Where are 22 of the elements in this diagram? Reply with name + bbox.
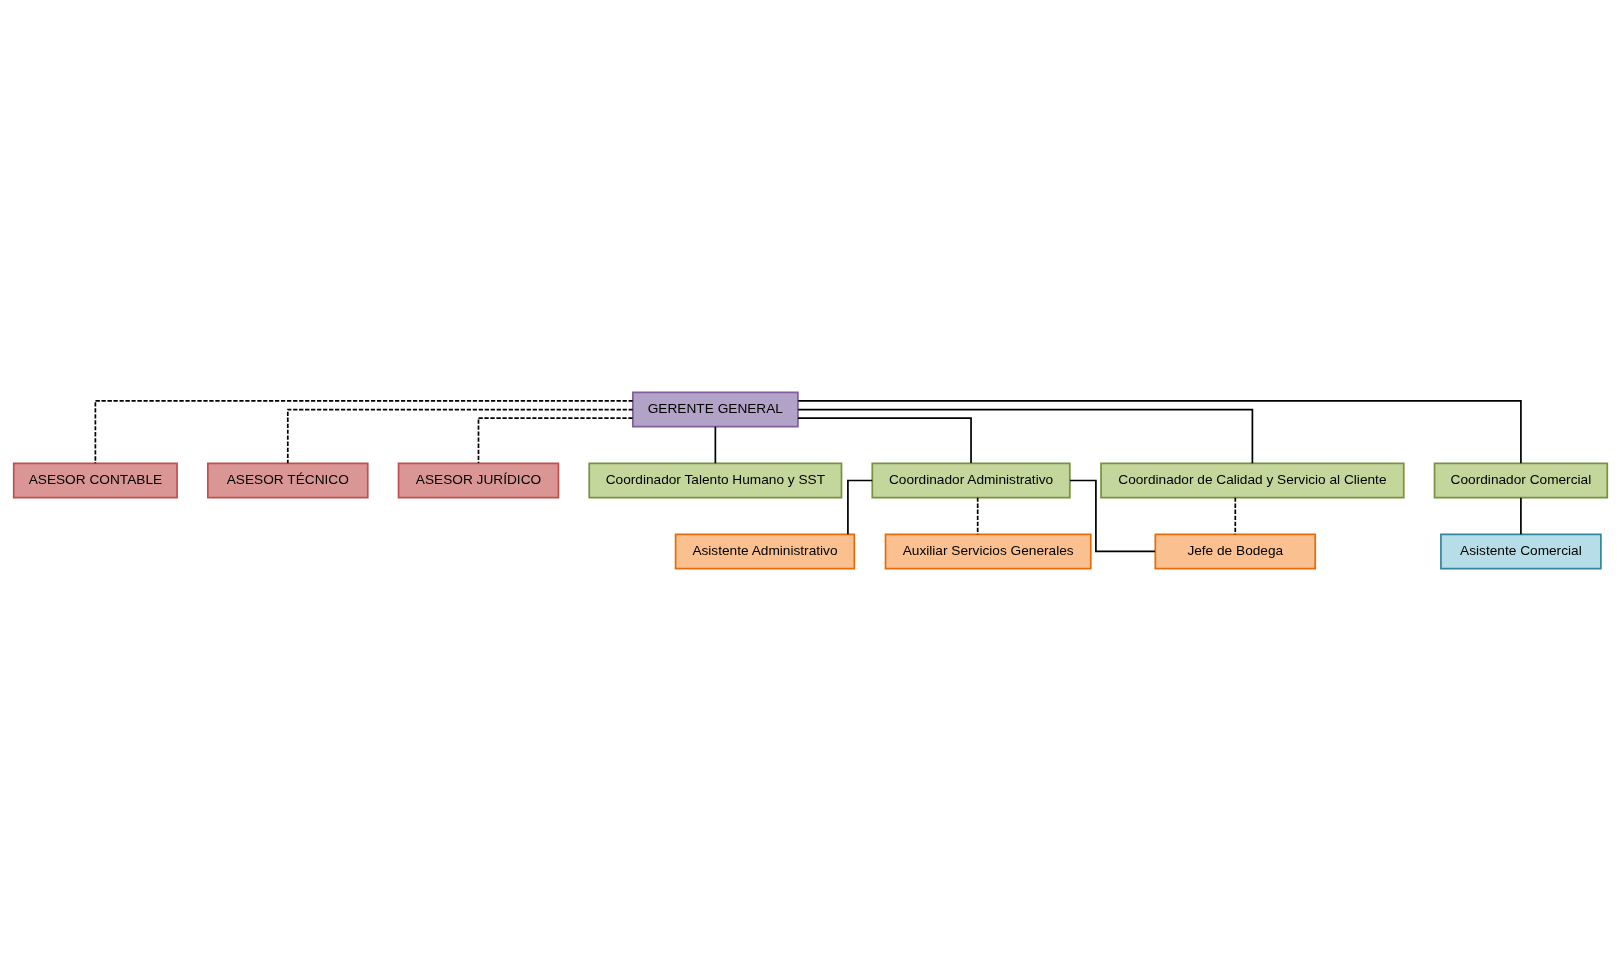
node-box: Coordinador Talento Humano y SST	[588, 462, 843, 499]
connector	[797, 400, 1522, 465]
connector	[847, 479, 874, 536]
connector	[1520, 496, 1522, 536]
connector	[797, 408, 1254, 465]
node-box: ASESOR TÉCNICO	[207, 462, 369, 499]
connector	[714, 425, 717, 465]
node-box: ASESOR CONTABLE	[12, 462, 178, 499]
node-box: Coordinador Comercial	[1433, 462, 1609, 499]
connector	[286, 408, 634, 465]
node-box: Asistente Administrativo	[674, 533, 856, 570]
node-box: Asistente Comercial	[1440, 533, 1602, 570]
node-box: Auxiliar Servicios Generales	[884, 533, 1092, 570]
connector	[94, 400, 634, 465]
connector	[1069, 479, 1156, 553]
node-box: GERENTE GENERAL	[632, 391, 799, 428]
node-box: Coordinador de Calidad y Servicio al Cliente	[1100, 462, 1405, 499]
connector	[797, 417, 972, 464]
connector	[477, 417, 634, 464]
node-box: Coordinador Administrativo	[871, 462, 1071, 499]
node-box: Jefe de Bodega	[1154, 533, 1317, 570]
node-box: ASESOR JURÍDICO	[397, 462, 560, 499]
